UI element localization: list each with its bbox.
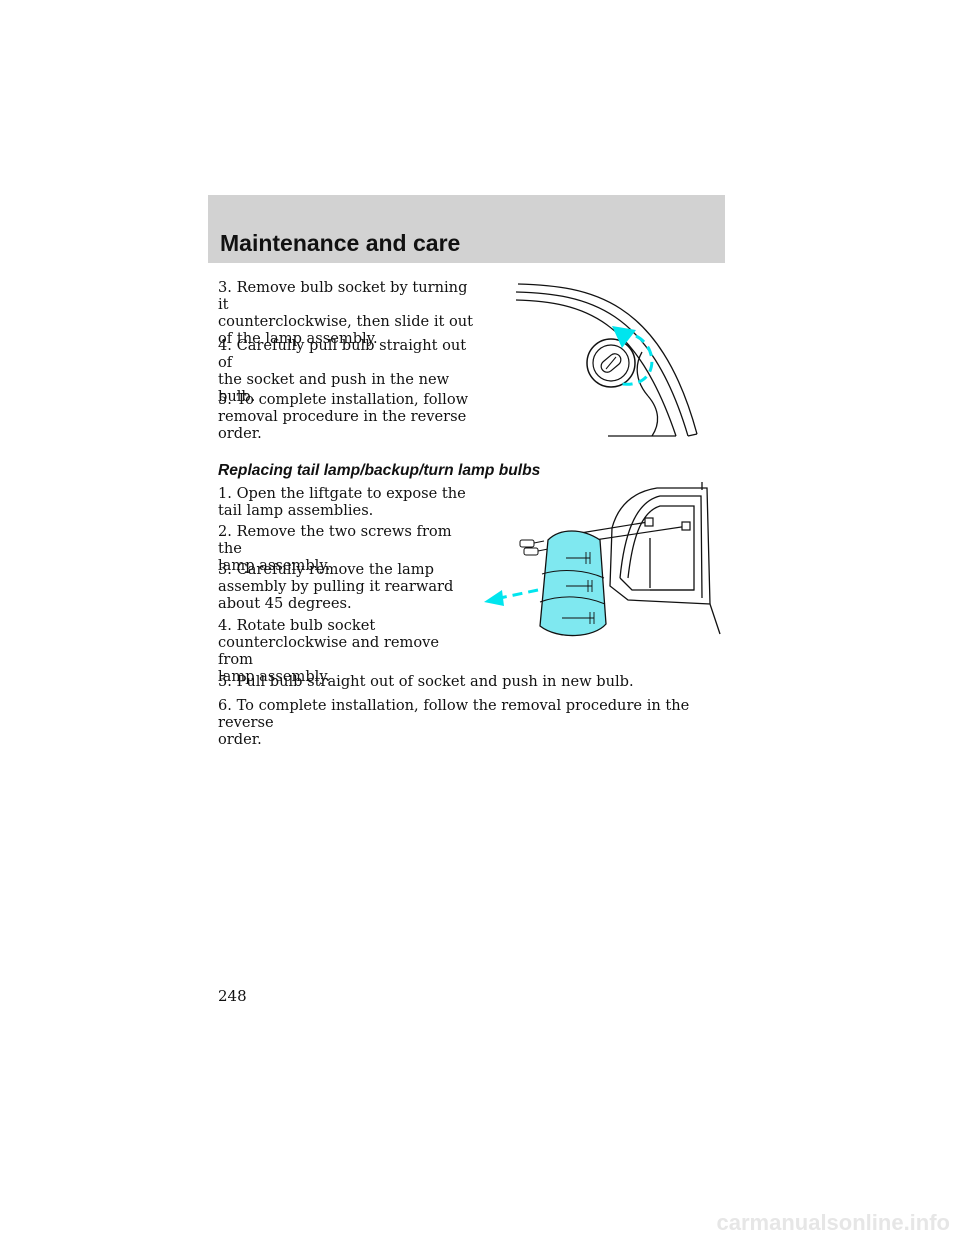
rotation-arrow-icon	[621, 334, 654, 386]
tail-lamp-assembly-icon	[539, 530, 607, 637]
step-remove-socket: 3. Remove bulb socket by turning it coun…	[218, 279, 474, 347]
svg-text:carmanualsonline.info: carmanualsonline.info	[717, 1210, 951, 1235]
section-header: Maintenance and care	[208, 195, 725, 263]
tail-lamp-heading: Replacing tail lamp/backup/turn lamp bul…	[218, 462, 541, 479]
watermark-logo: carmanualsonline.info	[717, 1210, 951, 1235]
lamp-screw-icon	[519, 539, 549, 556]
step-pull-bulb-socket: 5. Pull bulb straight out of socket and …	[218, 673, 634, 690]
socket-rotation-illustration	[515, 283, 698, 437]
step-pull-bulb: 4. Carefully pull bulb straight out of t…	[218, 337, 467, 405]
step-rotate-socket: 4. Rotate bulb socket counterclockwise a…	[218, 617, 440, 685]
page-number: 248	[218, 987, 247, 1005]
step-complete-reverse: 6. To complete installation, follow the …	[218, 697, 690, 748]
step-remove-screws: 2. Remove the two screws from the lamp a…	[218, 523, 452, 574]
tail-lamp-illustration	[484, 482, 721, 637]
bulb-socket-icon	[586, 338, 636, 388]
section-title: Maintenance and care	[220, 230, 461, 256]
step-open-liftgate: 1. Open the liftgate to expose the tail …	[218, 485, 466, 519]
pull-direction-arrow-icon	[499, 588, 539, 600]
step-remove-lamp-assembly: 3. Carefully remove the lamp assembly by…	[218, 561, 454, 612]
step-complete-installation: 5. To complete installation, follow remo…	[218, 391, 469, 442]
